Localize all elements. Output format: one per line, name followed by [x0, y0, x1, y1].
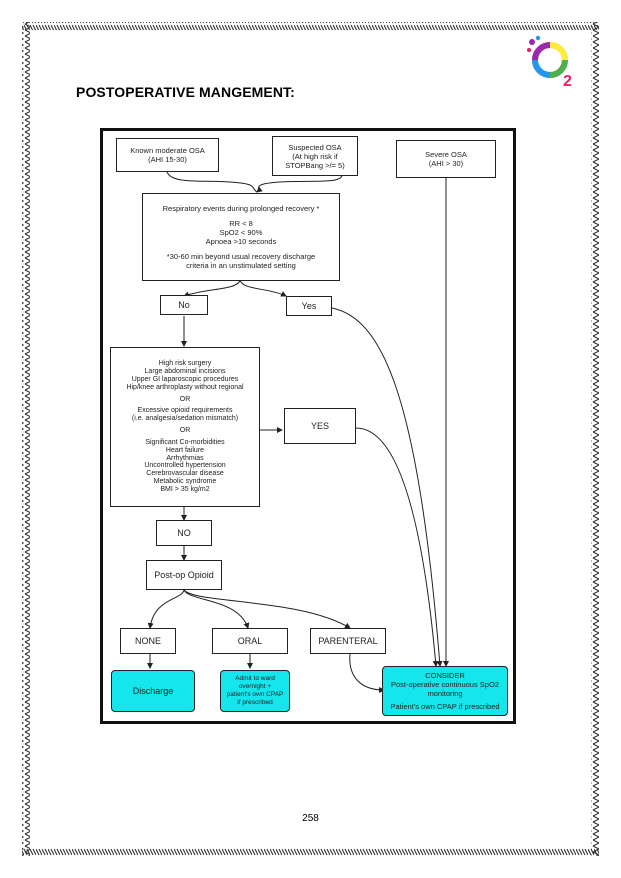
box-text: (AHI > 30)	[428, 159, 464, 168]
box-text: OR	[179, 395, 191, 403]
box-text: *30-60 min beyond usual recovery dischar…	[166, 252, 316, 261]
box-text: Arrhythmias	[166, 454, 204, 462]
yes-box-1: Yes	[286, 296, 332, 316]
box-text: Discharge	[132, 685, 174, 696]
box-text: ORAL	[237, 635, 263, 646]
box-text: SpO2 < 90%	[219, 228, 263, 237]
admit-to-ward-box: Admit to ward overnight + patient's own …	[220, 670, 290, 712]
box-text: High risk surgery	[158, 360, 212, 368]
o2-logo-icon: 2	[527, 35, 572, 90]
box-text: RR < 8	[229, 219, 253, 228]
page-title: POSTOPERATIVE MANGEMENT:	[76, 84, 295, 100]
box-text: Yes	[301, 300, 317, 311]
discharge-box: Discharge	[111, 670, 195, 712]
box-text: Uncontrolled hypertension	[144, 462, 226, 470]
box-text: Large abdominal incisions	[144, 368, 226, 376]
box-text: PARENTERAL	[318, 635, 378, 646]
box-text: Metabolic syndrome	[153, 478, 217, 486]
yes-box-2: YES	[284, 408, 356, 444]
box-text: (i.e. analgesia/sedation mismatch)	[131, 415, 239, 423]
none-box: NONE	[120, 628, 176, 654]
box-text: Post-op Opioid	[154, 569, 214, 580]
box-text: Hip/knee arthroplasty without regional	[126, 383, 244, 391]
flowchart-connectors	[147, 171, 449, 693]
box-text: Upper GI laparoscopic procedures	[131, 375, 239, 383]
box-text: overnight +	[238, 683, 272, 691]
risk-factors-box: High risk surgery Large abdominal incisi…	[110, 347, 260, 507]
box-text: Severe OSA	[425, 150, 467, 159]
box-text: monitoring	[427, 689, 463, 698]
box-text: CONSIDER	[425, 671, 465, 680]
box-text: Patient's own CPAP if prescribed	[390, 702, 500, 711]
box-text: No	[178, 299, 190, 310]
box-text: Apnoea >10 seconds	[205, 237, 277, 246]
box-text: BMI > 35 kg/m2	[160, 485, 210, 493]
box-text: Respiratory events during prolonged reco…	[162, 204, 320, 213]
box-text: Admit to ward	[235, 675, 275, 683]
severe-osa-box: Severe OSA (AHI > 30)	[396, 140, 496, 178]
box-text: YES	[310, 420, 329, 431]
box-text: (AHI 15-30)	[148, 155, 187, 164]
oral-box: ORAL	[212, 628, 288, 654]
box-text: criteria in an unstimulated setting	[186, 261, 296, 270]
box-text: OR	[179, 427, 191, 435]
box-text: STOPBang >/= 5)	[285, 160, 345, 170]
box-text: Excessive opioid requirements	[137, 407, 233, 415]
box-text: if prescribed	[237, 698, 273, 706]
known-moderate-osa-box: Known moderate OSA (AHI 15-30)	[116, 138, 219, 172]
consider-monitoring-box: CONSIDER Post-operative continuous SpO2 …	[382, 666, 508, 716]
box-text: Known moderate OSA	[130, 146, 205, 155]
box-text: Significant Co-morbidities	[145, 438, 225, 446]
box-text: (At high risk if	[292, 151, 338, 161]
svg-text:2: 2	[563, 73, 572, 90]
box-text: Cerebrovascular disease	[146, 470, 224, 478]
respiratory-events-box: Respiratory events during prolonged reco…	[142, 193, 340, 281]
box-text: patient's own CPAP	[226, 691, 284, 698]
page-number: 258	[302, 813, 319, 824]
no-box-1: No	[160, 295, 208, 315]
suspected-osa-box: Suspected OSA (At high risk if STOPBang …	[272, 136, 358, 176]
parenteral-box: PARENTERAL	[310, 628, 386, 654]
box-text: NONE	[134, 635, 161, 646]
no-box-2: NO	[156, 520, 212, 546]
box-text: Post-operative continuous SpO2	[391, 680, 499, 689]
box-text: NO	[177, 527, 191, 538]
box-text: Suspected OSA	[288, 142, 342, 152]
box-text: Heart failure	[165, 446, 205, 454]
post-op-opioid-box: Post-op Opioid	[146, 560, 222, 590]
